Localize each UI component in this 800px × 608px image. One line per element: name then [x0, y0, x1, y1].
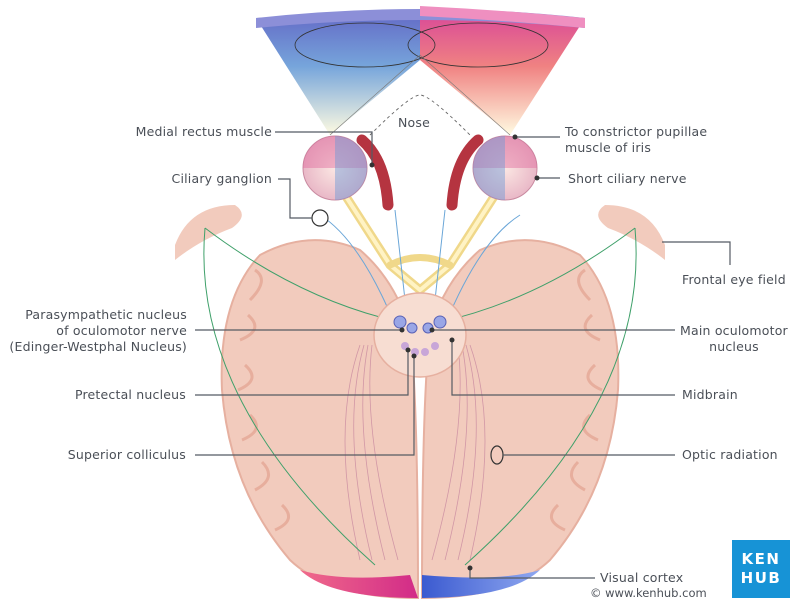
superior-colliculus-label: Superior colliculus	[67, 447, 186, 462]
kenhub-logo: KEN HUB	[732, 540, 790, 598]
leader-dots	[369, 134, 540, 571]
optic-radiation-fibres	[344, 344, 486, 561]
frontal-lobe-left	[175, 205, 242, 260]
main-oculo-line-2: nucleus	[709, 339, 759, 354]
midbrain-label: Midbrain	[682, 387, 738, 402]
midbrain	[373, 292, 467, 378]
frontal-eye-field-label: Frontal eye field	[682, 272, 786, 287]
constrictor-line-2: muscle of iris	[565, 140, 652, 155]
visual-cortex-label: Visual cortex	[600, 570, 684, 585]
constrictor-pupillae-label: To constrictor pupillae muscle of iris	[565, 124, 707, 156]
main-oculo-line-1: Main oculomotor	[680, 323, 788, 338]
optic-nerves	[340, 190, 500, 296]
ciliary-ganglion-marker	[311, 209, 329, 227]
optic-radiation-label: Optic radiation	[682, 447, 778, 462]
logo-line-1: KEN	[741, 550, 781, 568]
eye-right	[446, 134, 538, 211]
short-ciliary-nerve-label: Short ciliary nerve	[568, 171, 687, 186]
leader-lines	[195, 131, 731, 579]
parasym-line-3: (Edinger-Westphal Nucleus)	[9, 339, 187, 354]
main-oculomotor-label: Main oculomotor nucleus	[680, 323, 788, 355]
pretectal-nucleus-label: Pretectal nucleus	[74, 387, 186, 402]
constrictor-line-1: To constrictor pupillae	[565, 124, 708, 139]
visual-field	[256, 6, 585, 136]
medial-rectus-label: Medial rectus muscle	[135, 124, 272, 139]
eye-left	[302, 134, 394, 211]
nose-label: Nose	[398, 115, 431, 130]
parasym-line-1: Parasympathetic nucleus	[25, 307, 187, 322]
parasym-line-2: of oculomotor nerve	[56, 323, 187, 338]
logo-line-2: HUB	[740, 569, 782, 587]
frontal-eye-field-pathways	[203, 227, 637, 566]
parasympathetic-nucleus-label: Parasympathetic nucleus of oculomotor ne…	[9, 307, 187, 355]
ciliary-ganglion-label: Ciliary ganglion	[171, 171, 272, 186]
copyright-text: © www.kenhub.com	[590, 586, 707, 600]
frontal-lobe-right	[598, 205, 665, 260]
